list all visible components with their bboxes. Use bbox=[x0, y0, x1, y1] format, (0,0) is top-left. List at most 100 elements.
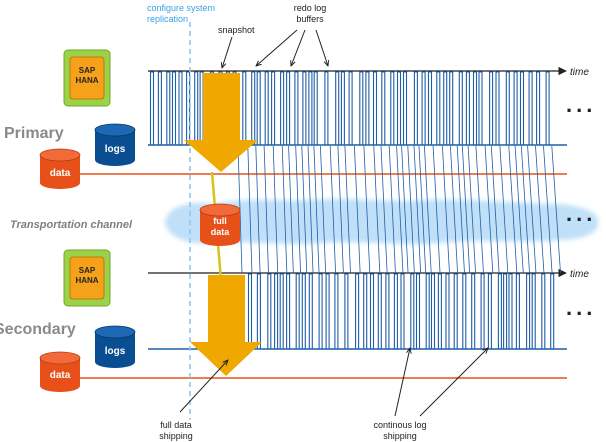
channel-log-line bbox=[281, 145, 288, 274]
log-pulse bbox=[279, 273, 284, 349]
secondary-sap-hana-chip: SAP HANA bbox=[63, 249, 111, 307]
channel-log-line bbox=[307, 145, 314, 274]
channel-log-line bbox=[475, 145, 484, 274]
primary-sap-label: SAP bbox=[79, 66, 96, 75]
log-pulse bbox=[385, 273, 390, 349]
log-pulse bbox=[199, 71, 204, 145]
log-pulse bbox=[413, 71, 418, 145]
log-pulse bbox=[462, 273, 467, 349]
log-pulse bbox=[497, 273, 502, 349]
log-pulse bbox=[149, 71, 155, 145]
channel-log-line bbox=[499, 145, 509, 274]
log-pulse bbox=[489, 71, 494, 145]
log-pulse bbox=[545, 71, 550, 145]
log-pulse bbox=[458, 71, 463, 145]
log-pulse bbox=[308, 71, 313, 145]
log-pulse bbox=[436, 71, 441, 145]
channel-log-line bbox=[514, 145, 524, 274]
channel-log-line bbox=[508, 145, 518, 274]
transport-label: Transportation channel bbox=[10, 219, 133, 231]
log-pulse bbox=[313, 71, 318, 145]
log-pulse bbox=[365, 71, 370, 145]
log-pulse bbox=[421, 71, 426, 145]
snapshot-pointer bbox=[222, 36, 233, 68]
log-pulse bbox=[256, 273, 261, 349]
secondary-logs-cylinder: logs bbox=[94, 325, 136, 368]
channel-log-line bbox=[295, 145, 301, 274]
log-pulse bbox=[363, 273, 368, 349]
log-pulse bbox=[318, 273, 323, 349]
channel-log-line bbox=[288, 145, 294, 274]
log-pulse bbox=[465, 71, 470, 145]
log-pulse bbox=[286, 273, 291, 349]
log-pulse bbox=[536, 71, 541, 145]
log-pulse bbox=[381, 71, 386, 145]
secondary-time-label: time bbox=[570, 269, 589, 280]
continuous-label-2: shipping bbox=[383, 431, 417, 441]
primary-data-label: data bbox=[50, 168, 71, 179]
log-pulse bbox=[449, 71, 454, 145]
primary-data-cylinder: data bbox=[39, 148, 81, 189]
channel-log-line bbox=[424, 145, 432, 274]
log-pulse bbox=[396, 71, 402, 145]
log-pulse bbox=[325, 273, 330, 349]
log-pulse bbox=[480, 273, 485, 349]
channel-log-line bbox=[456, 145, 465, 274]
log-pulse bbox=[166, 71, 171, 145]
redo-pointer-2 bbox=[291, 29, 306, 66]
primary-logs-cylinder: logs bbox=[94, 123, 136, 166]
redo-pointer-3 bbox=[315, 29, 328, 66]
log-pulse bbox=[359, 71, 364, 145]
log-pulse bbox=[372, 71, 378, 145]
channel-log-line bbox=[490, 145, 500, 274]
log-pulse bbox=[445, 273, 450, 349]
log-pulse bbox=[541, 273, 546, 349]
channel-log-line bbox=[484, 145, 494, 274]
log-pulse bbox=[194, 71, 199, 145]
log-pulse bbox=[487, 273, 492, 349]
log-pulse bbox=[308, 273, 313, 349]
log-pulse bbox=[286, 71, 291, 145]
log-pulse bbox=[355, 273, 360, 349]
channel-log-line bbox=[407, 145, 415, 274]
channel-log-line bbox=[543, 145, 553, 274]
log-pulse bbox=[515, 273, 520, 349]
channel-log-line bbox=[373, 145, 381, 274]
log-pulse bbox=[157, 71, 162, 145]
log-pulse bbox=[178, 71, 183, 145]
log-pulse bbox=[519, 71, 525, 145]
channel-log-line bbox=[320, 145, 327, 274]
log-pulse bbox=[274, 273, 279, 349]
log-pulse bbox=[425, 273, 430, 349]
channel-ellipsis: ... bbox=[566, 201, 596, 226]
channel-log-line bbox=[388, 145, 396, 274]
channel-log-line bbox=[337, 145, 344, 274]
channel-log-line bbox=[263, 145, 269, 274]
full-data-label-1: full bbox=[213, 216, 227, 226]
primary-ellipsis: ... bbox=[566, 92, 596, 117]
secondary-sap-label: SAP bbox=[79, 266, 96, 275]
channel-log-line bbox=[520, 145, 530, 274]
channel-log-line bbox=[396, 145, 404, 274]
log-pulse bbox=[247, 273, 253, 349]
log-pulse bbox=[294, 71, 299, 145]
log-pulse bbox=[427, 71, 433, 145]
channel-log-line bbox=[354, 145, 361, 274]
full-shipping-label-2: shipping bbox=[159, 431, 193, 441]
secondary-hana-label: HANA bbox=[75, 276, 98, 285]
log-pulse bbox=[251, 71, 256, 145]
secondary-logs-label: logs bbox=[105, 346, 126, 357]
primary-sap-hana-chip: SAP HANA bbox=[63, 49, 111, 107]
log-pulse bbox=[324, 71, 329, 145]
log-pulse bbox=[513, 71, 518, 145]
channel-log-line bbox=[272, 145, 279, 274]
channel-log-line bbox=[247, 145, 253, 274]
channel-log-line bbox=[418, 145, 427, 274]
primary-time-label: time bbox=[570, 67, 589, 78]
log-pulse bbox=[344, 273, 349, 349]
log-pulse bbox=[393, 273, 398, 349]
log-pulse bbox=[271, 71, 276, 145]
channel-log-line bbox=[301, 145, 308, 274]
full-shipping-label-1: full data bbox=[160, 420, 192, 430]
